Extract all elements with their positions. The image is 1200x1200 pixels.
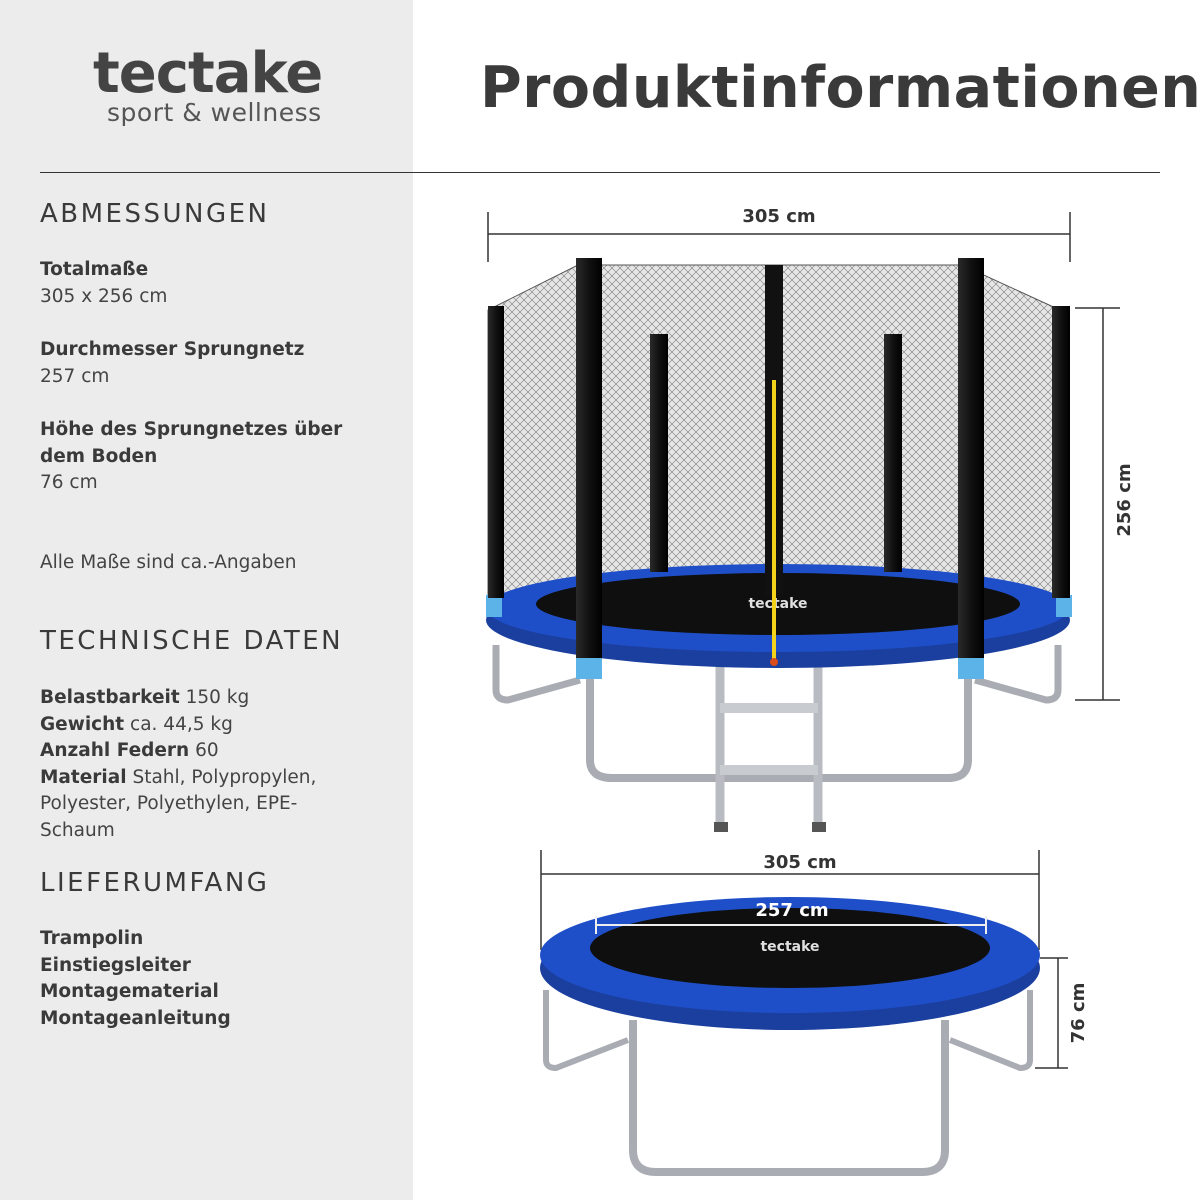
tech-label: Belastbarkeit xyxy=(40,687,180,708)
tech-label: Gewicht xyxy=(40,713,125,735)
dimensions-item-total: Totalmaße 305 x 256 cm xyxy=(40,257,360,310)
top-width-label: 305 cm xyxy=(742,206,815,227)
tech-row-cont: Polyester, Polyethylen, EPE- xyxy=(40,793,298,814)
trampoline-without-net: 257 cm tectake xyxy=(540,897,1040,1176)
delivery-list: Trampolin Einstiegsleiter Montagemateria… xyxy=(40,926,360,1032)
delivery-item: Trampolin xyxy=(40,928,144,949)
bottom-width-label: 305 cm xyxy=(763,852,836,873)
header-divider xyxy=(40,172,1160,173)
top-height-dimension: 256 cm xyxy=(1075,307,1135,701)
net-pole xyxy=(1052,306,1070,598)
brand-tagline: sport & wellness xyxy=(107,98,322,127)
dimensions-item-net: Durchmesser Sprungnetz 257 cm xyxy=(40,337,360,390)
dimensions-total-value: 305 x 256 cm xyxy=(40,285,168,307)
tech-value: 150 kg xyxy=(179,687,250,708)
dimensions-item-height: Höhe des Sprungnetzes über dem Boden 76 … xyxy=(40,417,360,497)
bottom-mat-logo: tectake xyxy=(760,939,819,955)
tech-row: Anzahl Federn 60 xyxy=(40,738,360,765)
net-pole xyxy=(488,306,504,598)
dimensions-note: Alle Maße sind ca.-Angaben xyxy=(40,552,297,573)
bottom-height-dimension: 76 cm xyxy=(1035,957,1089,1069)
net-pole xyxy=(958,258,984,658)
delivery-item: Montagematerial xyxy=(40,981,219,1002)
tech-row: Gewicht ca. 44,5 kg xyxy=(40,712,360,739)
top-mat-logo: tectake xyxy=(748,596,807,612)
page-title: Produktinformationen xyxy=(480,55,1200,121)
tech-row: Belastbarkeit 150 kg xyxy=(40,685,360,712)
dimensions-net-value: 257 cm xyxy=(40,365,110,387)
dimensions-net-label: Durchmesser Sprungnetz xyxy=(40,339,305,360)
net-pole xyxy=(884,334,902,572)
dimensions-height-value: 76 cm xyxy=(40,472,98,493)
tech-value: Stahl, Polypropylen, xyxy=(126,766,317,788)
dimensions-total-label: Totalmaße xyxy=(40,259,149,280)
tech-value: 60 xyxy=(189,740,219,761)
tech-heading: TECHNISCHE DATEN xyxy=(40,626,344,656)
bottom-net-label: 257 cm xyxy=(755,900,828,921)
top-height-label: 256 cm xyxy=(1114,463,1135,536)
trampoline-diagram: 305 cm 256 cm tectake xyxy=(486,206,1135,1176)
delivery-item: Montageanleitung xyxy=(40,1007,231,1029)
brand-logo: tectake xyxy=(93,41,323,106)
dimensions-heading: ABMESSUNGEN xyxy=(40,199,270,229)
tech-row: Material Stahl, Polypropylen, xyxy=(40,765,360,792)
ladder xyxy=(714,660,826,832)
net-pole xyxy=(650,334,668,572)
top-width-dimension: 305 cm xyxy=(487,206,1071,262)
bottom-height-label: 76 cm xyxy=(1068,983,1089,1044)
net-pole xyxy=(576,258,602,658)
tech-list: Belastbarkeit 150 kg Gewicht ca. 44,5 kg… xyxy=(40,685,360,844)
trampoline-with-net: tectake xyxy=(486,258,1072,832)
tech-value: ca. 44,5 kg xyxy=(124,713,233,735)
left-panel xyxy=(0,0,413,1200)
bottom-width-dimension: 305 cm xyxy=(540,850,1040,950)
tech-label: Anzahl Federn xyxy=(40,740,190,761)
tech-label: Material xyxy=(40,766,127,788)
dimensions-height-label-1: Höhe des Sprungnetzes über xyxy=(40,419,343,440)
delivery-item: Einstiegsleiter xyxy=(40,954,191,976)
dimensions-height-label-2: dem Boden xyxy=(40,445,158,467)
delivery-heading: LIEFERUMFANG xyxy=(40,868,270,898)
tech-row-cont: Schaum xyxy=(40,819,115,841)
